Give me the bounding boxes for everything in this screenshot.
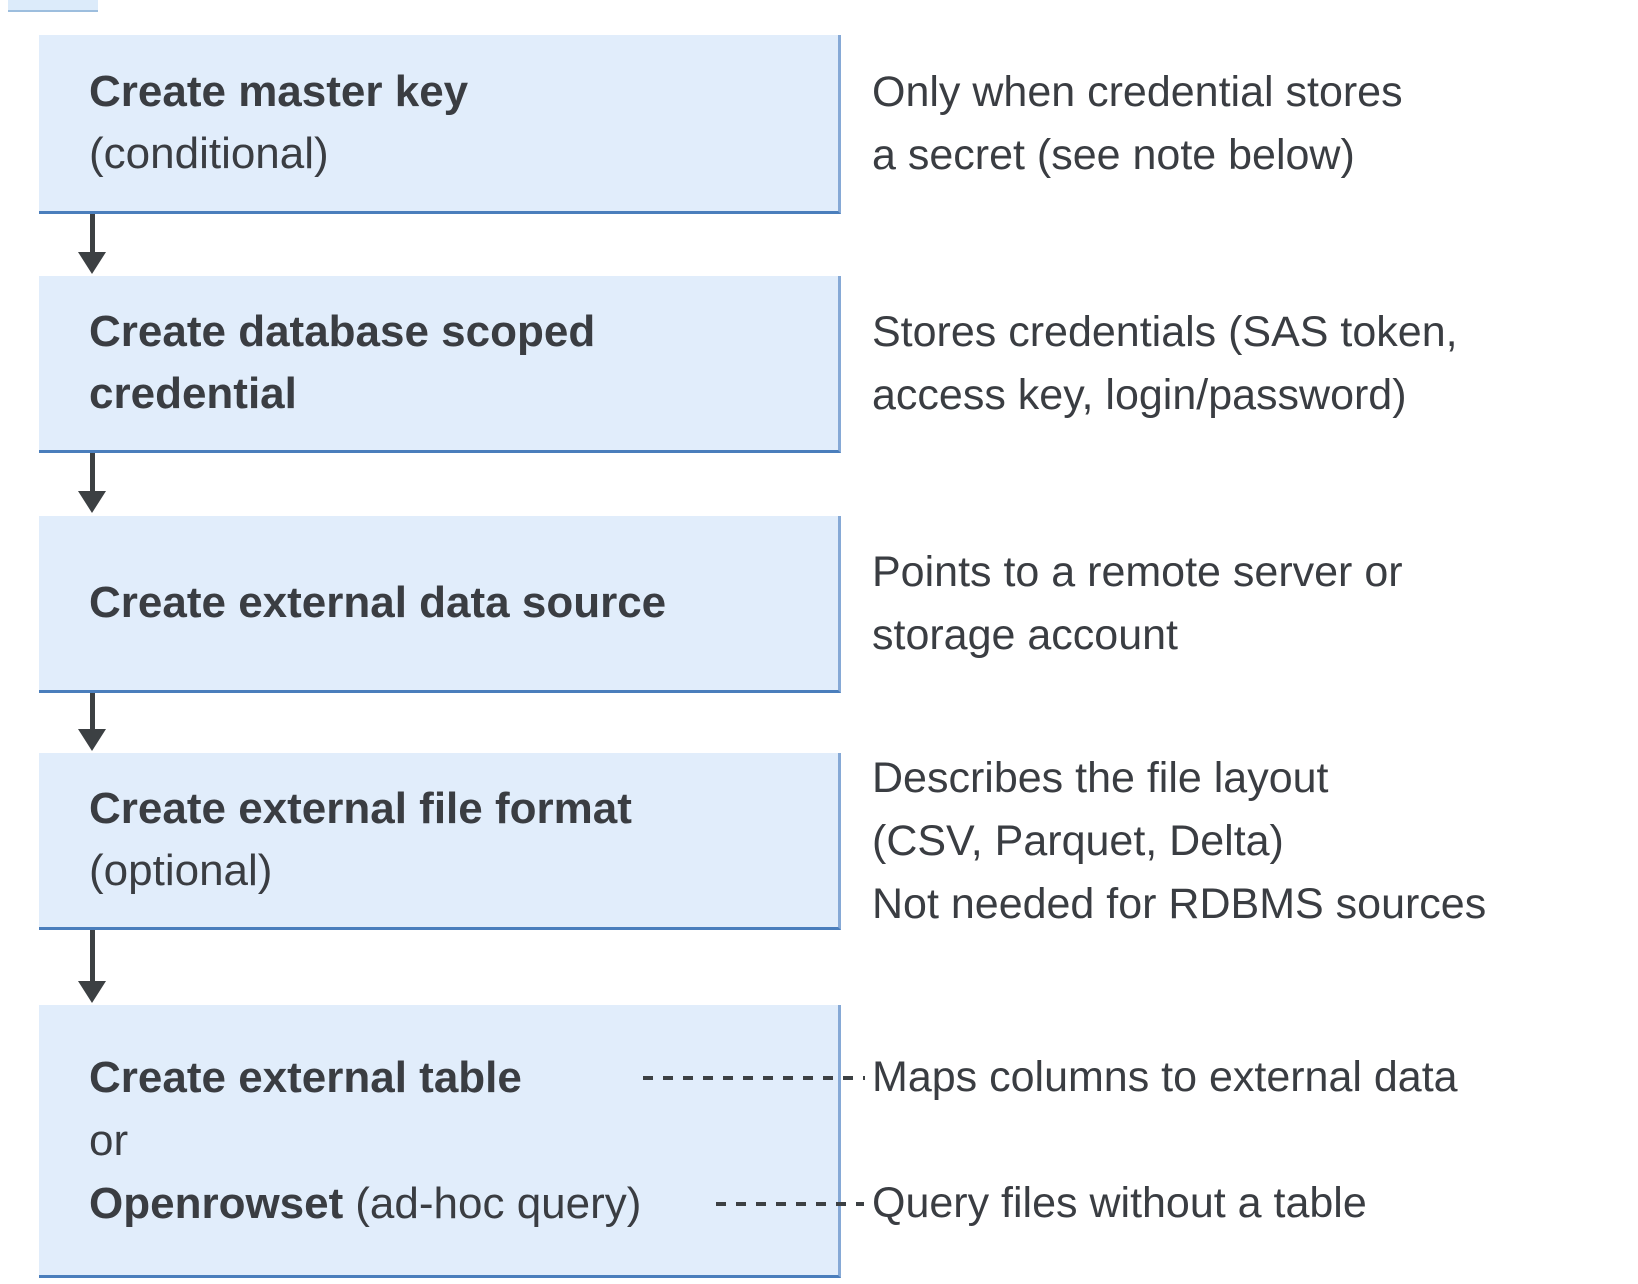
step-alt-subtitle: (ad-hoc query): [355, 1178, 642, 1228]
note-line: (CSV, Parquet, Delta): [872, 817, 1284, 865]
note-line: a secret (see note below): [872, 131, 1355, 179]
step-title-line: Create external table: [89, 1046, 808, 1109]
note-openrowset: Query files without a table: [872, 1172, 1367, 1235]
dashed-connector: [643, 1076, 865, 1080]
note-line: Points to a remote server or: [872, 548, 1403, 596]
flow-arrow-icon: [78, 930, 106, 1007]
step-box-create-master-key: Create master key (conditional): [39, 35, 841, 214]
cropped-shape-fragment: [8, 0, 98, 12]
note-line: Stores credentials (SAS token,: [872, 308, 1458, 356]
note-external-table: Maps columns to external data: [872, 1046, 1458, 1109]
note-master-key: Only when credential stores a secret (se…: [872, 61, 1403, 187]
or-label: or: [89, 1115, 129, 1165]
arrow-stem: [89, 453, 95, 493]
arrow-head: [78, 729, 106, 751]
flow-arrow-icon: [78, 214, 106, 276]
note-line: storage account: [872, 611, 1178, 659]
note-line: Not needed for RDBMS sources: [872, 880, 1487, 928]
step-box-create-external-data-source: Create external data source: [39, 516, 841, 693]
step-subtitle: (conditional): [89, 129, 329, 178]
arrow-stem: [89, 930, 95, 983]
step-alt-line: Openrowset(ad-hoc query): [89, 1172, 808, 1235]
step-title: Create database scoped credential: [89, 307, 596, 418]
note-line: Maps columns to external data: [872, 1053, 1458, 1101]
note-database-scoped-credential: Stores credentials (SAS token, access ke…: [872, 301, 1458, 427]
step-title: Create master key: [89, 67, 469, 116]
note-line: Query files without a table: [872, 1179, 1367, 1227]
arrow-head: [78, 252, 106, 274]
note-line: Only when credential stores: [872, 68, 1403, 116]
step-title: Create external file format: [89, 784, 632, 833]
arrow-head: [78, 981, 106, 1003]
step-box-create-external-table-or-openrowset: Create external table or Openrowset(ad-h…: [39, 1005, 841, 1278]
step-box-create-database-scoped-credential: Create database scoped credential: [39, 276, 841, 453]
note-external-data-source: Points to a remote server or storage acc…: [872, 541, 1403, 667]
flow-arrow-icon: [78, 693, 106, 753]
note-external-file-format: Describes the file layout (CSV, Parquet,…: [872, 747, 1486, 936]
step-subtitle: (optional): [89, 846, 273, 895]
step-box-create-external-file-format: Create external file format (optional): [39, 753, 841, 930]
flow-arrow-icon: [78, 453, 106, 516]
note-line: Describes the file layout: [872, 754, 1329, 802]
arrow-stem: [89, 214, 95, 254]
arrow-head: [78, 491, 106, 513]
note-line: access key, login/password): [872, 371, 1407, 419]
step-title: Create external table: [89, 1052, 522, 1102]
step-title: Create external data source: [89, 578, 667, 627]
step-alt-title: Openrowset: [89, 1178, 344, 1228]
step-or-line: or: [89, 1109, 808, 1172]
dashed-connector: [716, 1202, 864, 1206]
arrow-stem: [89, 693, 95, 731]
